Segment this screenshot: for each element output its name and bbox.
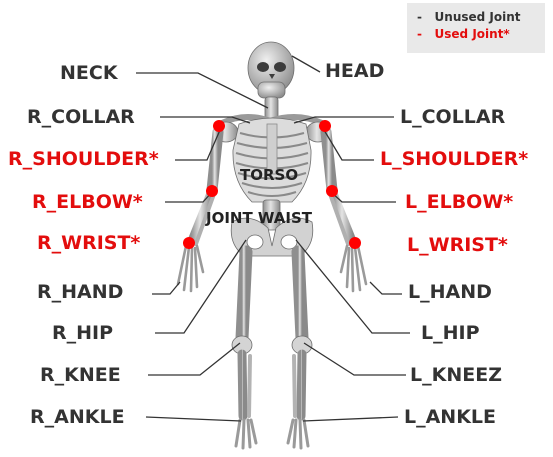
legend-unused-marker: - — [417, 10, 422, 24]
label-r-hand: R_HAND — [37, 281, 123, 303]
leader-l-hand — [370, 282, 402, 294]
left-hand-bones — [341, 246, 366, 291]
label-r-hip: R_HIP — [52, 322, 113, 344]
leader-neck — [136, 73, 268, 108]
jaw — [258, 82, 285, 98]
leader-r-knee — [148, 343, 240, 375]
label-l-hand: L_HAND — [408, 281, 492, 303]
leader-head — [292, 56, 320, 72]
label-l-elbow: L_ELBOW* — [405, 191, 513, 213]
leader-l-ankle — [303, 417, 398, 421]
label-l-shoulder: L_SHOULDER* — [380, 148, 528, 170]
skeleton-figure — [178, 42, 366, 448]
legend: - Unused Joint - Used Joint* — [407, 3, 545, 53]
leader-l-elbow — [331, 192, 396, 202]
label-r-knee: R_KNEE — [40, 364, 121, 386]
label-l-hip: L_HIP — [421, 322, 480, 344]
label-r-wrist: R_WRIST* — [37, 232, 140, 254]
l-shoulder-joint-marker — [319, 120, 331, 132]
leader-r-hand — [152, 282, 180, 294]
label-r-shoulder: R_SHOULDER* — [8, 148, 159, 170]
label-torso: TORSO — [240, 164, 298, 186]
legend-used-row: - Used Joint* — [417, 26, 545, 43]
label-l-kneez: L_KNEEZ — [410, 364, 502, 386]
label-l-collar: L_COLLAR — [400, 106, 505, 128]
label-head: HEAD — [325, 60, 384, 82]
r-elbow-joint-marker — [206, 185, 218, 197]
legend-used-marker: - — [417, 27, 422, 41]
leader-r-ankle — [146, 417, 241, 421]
l-wrist-joint-marker — [349, 237, 361, 249]
l-elbow-joint-marker — [326, 185, 338, 197]
label-joint-waist: JOINT WAIST — [206, 207, 312, 229]
r-wrist-joint-marker — [183, 237, 195, 249]
right-hand-bones — [178, 246, 203, 291]
legend-unused-row: - Unused Joint — [417, 9, 545, 26]
label-r-elbow: R_ELBOW* — [32, 191, 143, 213]
legend-unused-text: Unused Joint — [435, 10, 521, 24]
label-l-ankle: L_ANKLE — [404, 406, 496, 428]
feet-bones — [236, 420, 308, 448]
label-r-ankle: R_ANKLE — [30, 406, 125, 428]
legend-used-text: Used Joint* — [435, 27, 510, 41]
r-shoulder-joint-marker — [213, 120, 225, 132]
label-neck: NECK — [60, 62, 118, 84]
label-r-collar: R_COLLAR — [27, 106, 135, 128]
label-l-wrist: L_WRIST* — [407, 234, 508, 256]
leader-l-kneez — [304, 343, 406, 375]
leader-r-hip — [155, 240, 246, 333]
